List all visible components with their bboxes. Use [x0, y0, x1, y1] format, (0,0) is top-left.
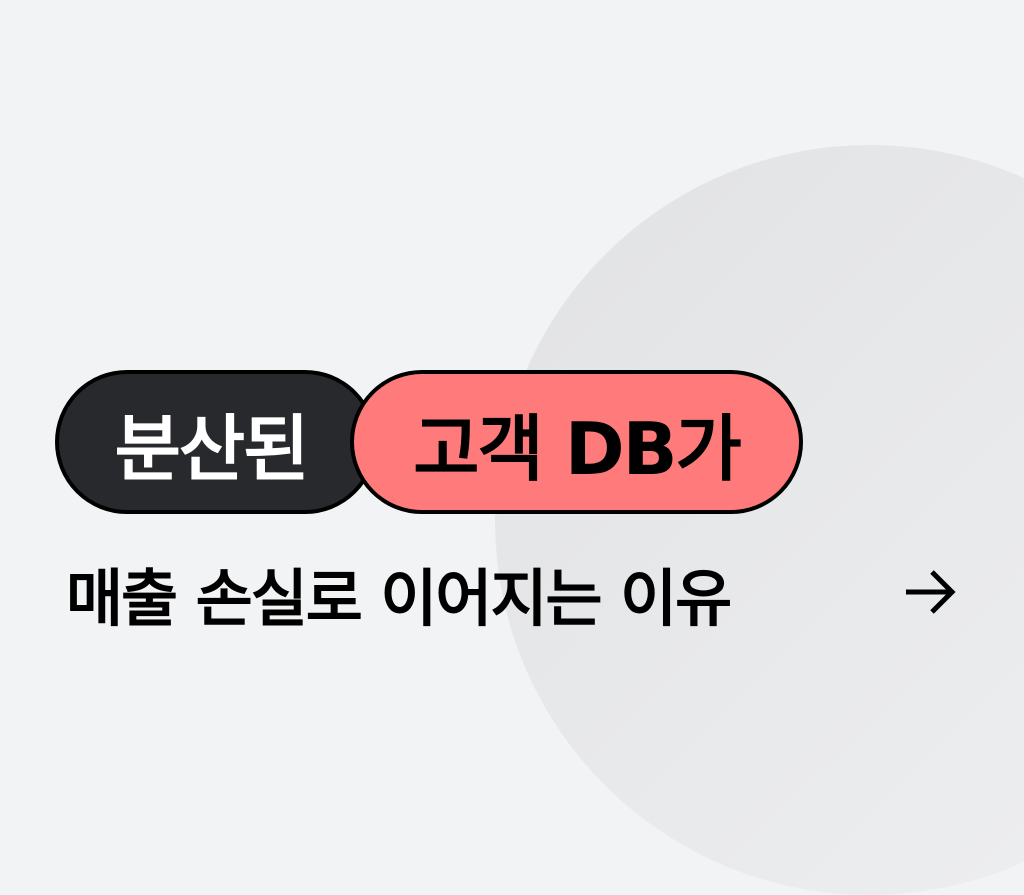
next-arrow-button[interactable] — [898, 560, 962, 624]
headline-pill-dark: 분산된 — [55, 370, 377, 514]
headline-part1: 분산된 — [114, 406, 310, 491]
headline-part2: 고객 DB가 — [413, 406, 741, 491]
subtitle: 매출 손실로 이어지는 이유 — [66, 562, 732, 635]
headline-pill-accent: 고객 DB가 — [350, 370, 803, 514]
background-circle — [495, 145, 1024, 895]
arrow-right-icon — [906, 570, 956, 614]
